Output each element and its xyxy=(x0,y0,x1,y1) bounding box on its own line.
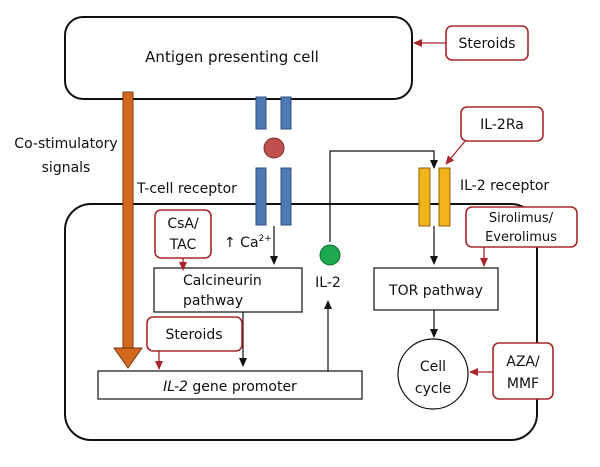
drug-csa-label-line2: TAC xyxy=(169,237,197,253)
calcineurin-label-line1: Calcineurin xyxy=(183,273,262,289)
drug-aza-label-line2: MMF xyxy=(507,376,539,392)
drug-box-il2ra xyxy=(460,106,544,142)
drug-csa-label-line1: CsA/ xyxy=(167,216,199,232)
t-cell-receptor-label: T-cell receptor xyxy=(136,181,237,197)
calcineurin-label-line2: pathway xyxy=(183,293,243,309)
costimulatory-arrow xyxy=(113,91,143,369)
il2-gene-promoter-box xyxy=(97,370,363,400)
drug-sirolimus-label-line2: Everolimus xyxy=(485,230,557,245)
antigen-presenting-cell xyxy=(64,16,413,100)
il2-receptor xyxy=(418,167,451,227)
inhibit-arrow-il2ra-receptor xyxy=(445,139,467,165)
drug-box-sirolimus xyxy=(465,206,578,248)
t-cell-receptor xyxy=(255,167,292,226)
il2-label: IL-2 xyxy=(315,275,341,291)
tor-pathway-label: TOR pathway xyxy=(388,283,483,299)
drug-steroids-top-label: Steroids xyxy=(458,36,515,52)
cell-cycle-label-line2: cycle xyxy=(415,381,451,397)
il2-molecule xyxy=(319,244,341,266)
antigen-peptide xyxy=(263,137,285,159)
il2-receptor-label: IL-2 receptor xyxy=(460,178,549,194)
drug-box-steroids-bottom xyxy=(146,316,243,352)
costim-label-line2: signals xyxy=(42,160,91,176)
drug-il2ra-label: IL-2Ra xyxy=(480,117,524,133)
line-il2-to-receptor xyxy=(329,150,438,242)
cell-cycle-circle xyxy=(397,338,469,410)
drug-sirolimus-label-line1: Sirolimus/ xyxy=(489,211,554,226)
mhc-receptor xyxy=(255,96,292,130)
drug-steroids-bottom-label: Steroids xyxy=(165,327,222,343)
drug-box-aza-mmf xyxy=(492,342,554,400)
drug-aza-label-line1: AZA/ xyxy=(506,354,540,370)
calcineurin-pathway-box xyxy=(153,267,303,313)
apc-label: Antigen presenting cell xyxy=(145,48,319,66)
calcium-label: ↑ Ca2+ xyxy=(224,234,272,251)
tor-pathway-box xyxy=(373,267,499,311)
cell-cycle-label-line1: Cell xyxy=(420,359,446,375)
il2-gene-promoter-label: IL-2 gene promoter xyxy=(163,379,297,395)
costim-label-line1: Co-stimulatory xyxy=(14,136,117,152)
